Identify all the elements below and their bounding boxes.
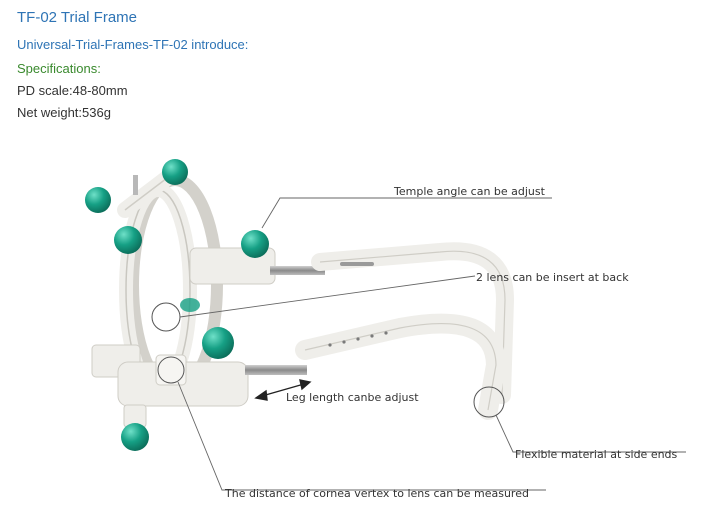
leader-lines xyxy=(177,197,686,491)
spec-pd-scale: PD scale:48-80mm xyxy=(17,83,128,98)
callout-temple-angle: Temple angle can be adjust xyxy=(393,185,546,198)
cornea-leader xyxy=(177,381,546,491)
flexible-end-marker xyxy=(473,386,505,418)
lower-knob xyxy=(202,327,234,359)
callout-flexible-ends: Flexible material at side ends xyxy=(515,448,678,461)
flexible-end-leader xyxy=(495,414,686,453)
lower-scale-holes xyxy=(328,331,388,347)
rear-knob xyxy=(180,298,200,312)
spec-net-weight: Net weight:536g xyxy=(17,105,111,120)
top-knob xyxy=(162,159,188,185)
lens-insert-marker xyxy=(151,302,181,332)
specifications-heading: Specifications: xyxy=(17,61,101,76)
side-knob-middle xyxy=(114,226,142,254)
side-knob-upper xyxy=(85,187,111,213)
callout-leg-length: Leg length canbe adjust xyxy=(286,391,419,404)
leg-length-arrow xyxy=(254,379,312,401)
page-title: TF-02 Trial Frame xyxy=(17,9,138,26)
top-post xyxy=(133,175,138,195)
temple-knob xyxy=(241,230,269,258)
callout-cornea-distance: The distance of cornea vertex to lens ca… xyxy=(224,487,529,500)
cornea-marker xyxy=(157,356,185,384)
trial-frame-figure: Temple angle can be adjust 2 lens can be… xyxy=(85,159,686,500)
lower-temple-rod xyxy=(245,365,307,375)
upper-length-slot xyxy=(340,262,374,266)
intro-heading: Universal-Trial-Frames-TF-02 introduce: xyxy=(17,37,249,52)
bottom-knob xyxy=(121,423,149,451)
callout-lens-insert: 2 lens can be insert at back xyxy=(476,271,629,284)
upper-temple-rod xyxy=(270,266,325,275)
trial-frame-illustration xyxy=(85,159,515,451)
product-header: TF-02 Trial Frame Universal-Trial-Frames… xyxy=(17,8,248,126)
temple-angle-leader xyxy=(261,197,552,229)
lens-insert-leader xyxy=(179,275,476,318)
